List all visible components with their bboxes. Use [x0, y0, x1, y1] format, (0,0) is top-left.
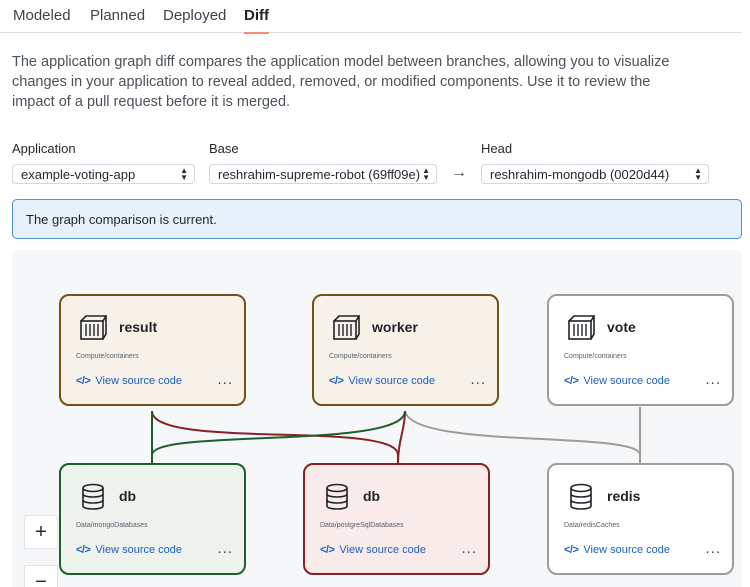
edge-worker-db-mongo: [151, 410, 406, 464]
tab-deployed[interactable]: Deployed: [163, 7, 227, 24]
zoom-in-button[interactable]: +: [24, 515, 58, 549]
node-vote[interactable]: vote Compute/containers </>View source c…: [547, 294, 734, 406]
arrow-right-icon: →: [451, 164, 467, 181]
head-select[interactable]: reshrahim-mongodb (0020d44) ▲▼: [481, 164, 709, 184]
diff-description: The application graph diff compares the …: [12, 54, 670, 110]
code-icon: </>: [76, 544, 91, 556]
tab-modeled[interactable]: Modeled: [13, 7, 71, 24]
more-options-button[interactable]: ...: [217, 371, 233, 388]
head-select-value: reshrahim-mongodb (0020d44): [490, 167, 670, 182]
node-redis[interactable]: redis Data/redisCaches </>View source co…: [547, 463, 734, 575]
view-source-link[interactable]: </>View source code: [564, 544, 671, 556]
node-name: redis: [607, 488, 641, 504]
node-type: Compute/containers: [564, 353, 627, 360]
view-source-link[interactable]: </>View source code: [329, 375, 436, 387]
more-options-button[interactable]: ...: [470, 371, 486, 388]
container-icon: [333, 315, 360, 340]
application-select-value: example-voting-app: [21, 167, 136, 182]
node-name: db: [119, 488, 137, 504]
tab-diff[interactable]: Diff: [244, 7, 269, 34]
node-name: worker: [372, 319, 418, 335]
chevron-updown-icon: ▲▼: [180, 166, 188, 182]
node-result[interactable]: result Compute/containers </>View source…: [59, 294, 246, 406]
comparison-status-banner: The graph comparison is current.: [12, 199, 742, 239]
database-icon: [326, 483, 348, 510]
chevron-updown-icon: ▲▼: [694, 166, 702, 182]
edge-worker-redis: [404, 410, 641, 464]
tab-planned[interactable]: Planned: [90, 7, 146, 24]
view-source-link[interactable]: </>View source code: [76, 375, 183, 387]
node-db-postgres[interactable]: db Data/postgreSqlDatabases </>View sour…: [303, 463, 490, 575]
node-type: Data/mongoDatabases: [76, 522, 148, 529]
code-icon: </>: [564, 375, 579, 387]
chevron-updown-icon: ▲▼: [422, 166, 430, 182]
graph-edges: [151, 407, 641, 465]
node-type: Compute/containers: [329, 353, 392, 360]
database-icon: [570, 483, 592, 510]
application-select[interactable]: example-voting-app ▲▼: [12, 164, 195, 184]
more-options-button[interactable]: ...: [217, 540, 233, 557]
graph-canvas[interactable]: result Compute/containers </>View source…: [12, 250, 742, 587]
node-type: Data/postgreSqlDatabases: [320, 522, 404, 529]
view-tabs: Modeled Planned Deployed Diff: [0, 0, 742, 34]
more-options-button[interactable]: ...: [461, 540, 477, 557]
code-icon: </>: [564, 544, 579, 556]
node-type: Data/redisCaches: [564, 522, 620, 529]
application-label: Application: [12, 141, 76, 156]
head-label: Head: [481, 141, 513, 156]
base-label: Base: [209, 141, 239, 156]
more-options-button[interactable]: ...: [705, 540, 721, 557]
view-source-link[interactable]: </>View source code: [564, 375, 671, 387]
code-icon: </>: [320, 544, 335, 556]
base-select-value: reshrahim-supreme-robot (69ff09e): [218, 167, 421, 182]
more-options-button[interactable]: ...: [705, 371, 721, 388]
base-select[interactable]: reshrahim-supreme-robot (69ff09e) ▲▼: [209, 164, 437, 184]
container-icon: [80, 315, 107, 340]
node-name: result: [119, 319, 158, 335]
edge-result-db-postgres: [151, 410, 399, 464]
view-source-link[interactable]: </>View source code: [320, 544, 427, 556]
database-icon: [82, 483, 104, 510]
node-db-mongo[interactable]: db Data/mongoDatabases </>View source co…: [59, 463, 246, 575]
container-icon: [568, 315, 595, 340]
view-source-link[interactable]: </>View source code: [76, 544, 183, 556]
node-worker[interactable]: worker Compute/containers </>View source…: [312, 294, 499, 406]
node-name: db: [363, 488, 381, 504]
node-name: vote: [607, 319, 636, 335]
node-type: Compute/containers: [76, 353, 139, 360]
code-icon: </>: [329, 375, 344, 387]
zoom-out-button[interactable]: −: [24, 565, 58, 587]
code-icon: </>: [76, 375, 91, 387]
